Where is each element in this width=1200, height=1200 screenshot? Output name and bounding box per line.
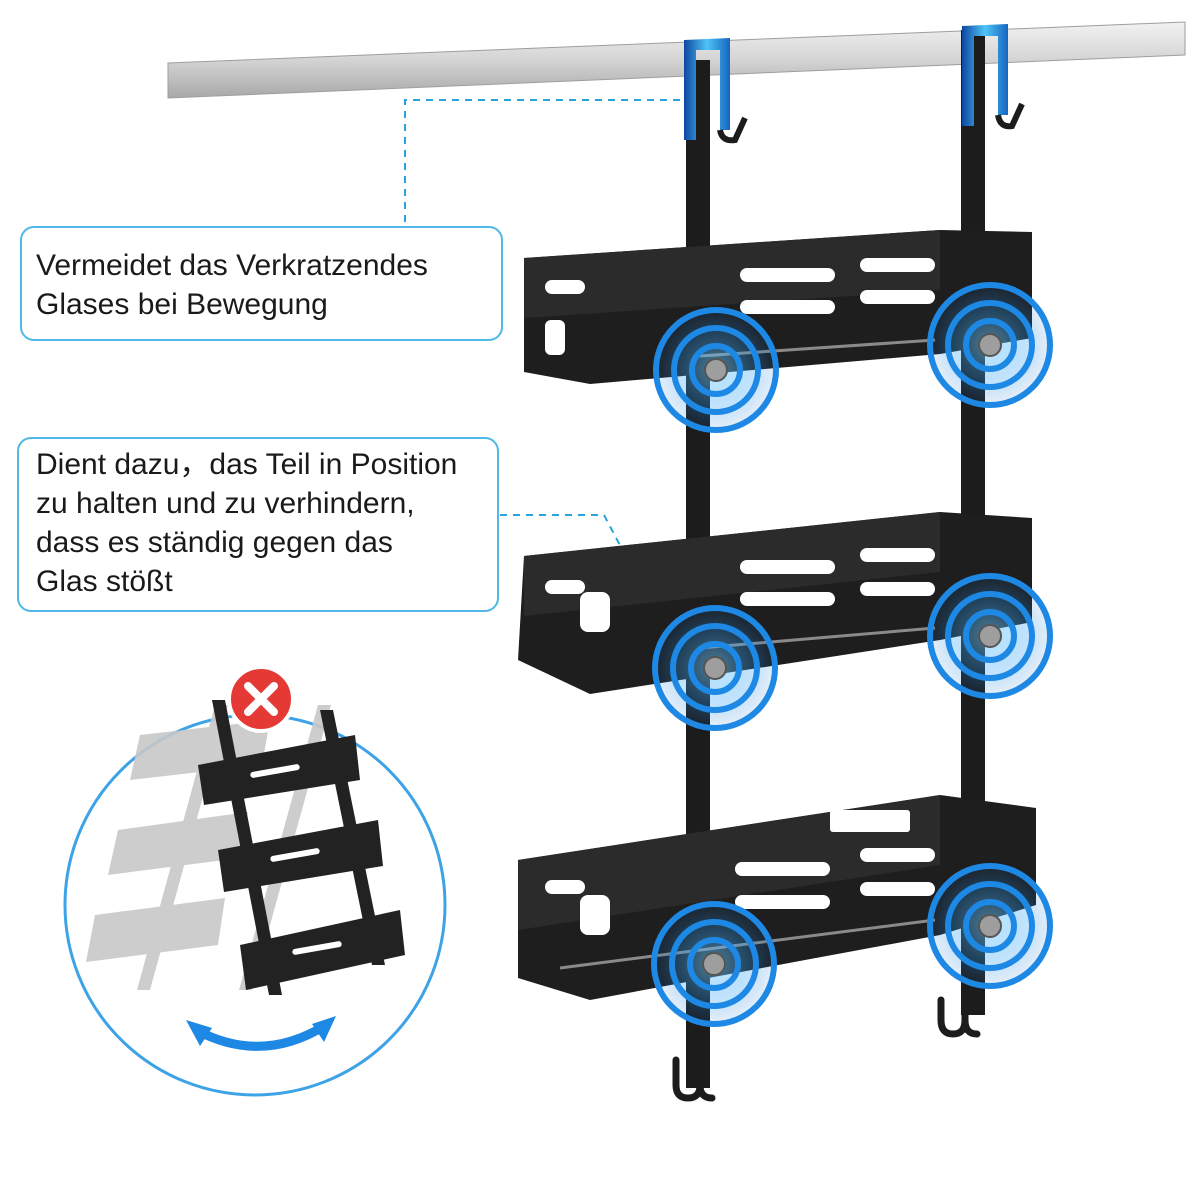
suction-cup-icon	[651, 901, 777, 1027]
basket-middle	[518, 512, 1032, 694]
swing-inset	[63, 665, 447, 1097]
double-arrow-icon	[193, 1021, 329, 1051]
callout-text-line: Glas stößt	[36, 565, 173, 598]
door-hook-icon	[684, 38, 748, 144]
suction-cups	[651, 282, 1053, 1027]
suction-cup-icon	[927, 573, 1053, 699]
basket-top	[524, 230, 1032, 384]
connector-scratch	[404, 99, 688, 222]
callout-position-hold: Dient dazu，das Teil in Position zu halte…	[17, 437, 499, 612]
callout-scratch-protection: Vermeidet das Verkratzendes Glases bei B…	[20, 226, 503, 341]
callout-text-line: dass es ständig gegen das	[36, 526, 393, 559]
suction-cup-icon	[927, 863, 1053, 989]
suction-cup-icon	[927, 282, 1053, 408]
callout-text-line: Dient dazu，das Teil in Position	[36, 448, 458, 481]
basket-bottom	[518, 795, 1036, 1000]
glass-shelf-bar	[167, 21, 1186, 99]
callout-text-line: Glases bei Bewegung	[36, 288, 328, 321]
callout-text-line: Vermeidet das Verkratzendes	[36, 249, 428, 282]
bottom-hooks	[672, 996, 981, 1102]
suction-cup-icon	[652, 605, 778, 731]
callout-text-line: zu halten und zu verhindern,	[36, 487, 415, 520]
close-x-icon	[227, 665, 295, 733]
suction-cup-icon	[653, 307, 779, 433]
door-hook-icon	[962, 24, 1025, 130]
